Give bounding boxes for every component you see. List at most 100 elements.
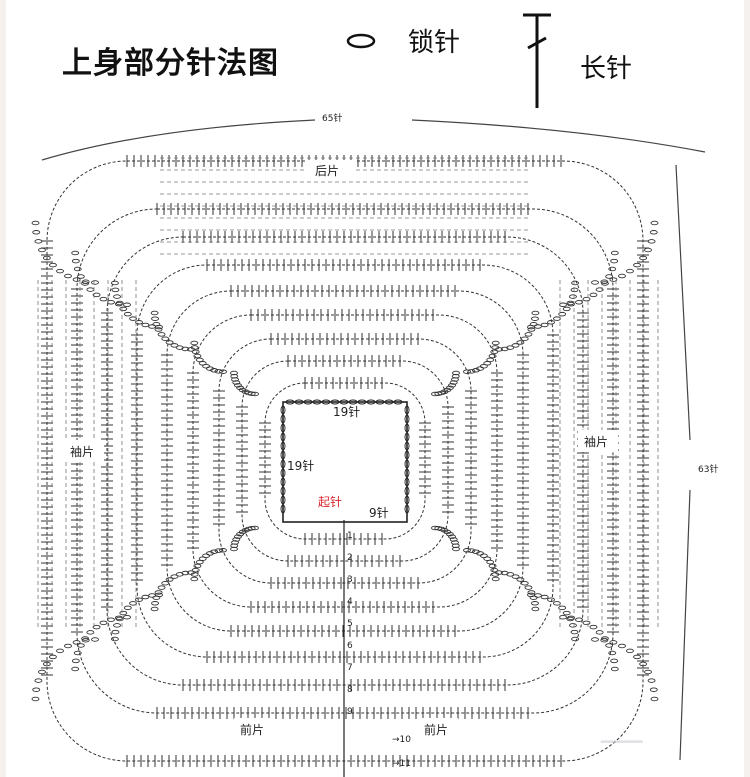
chain-stitch (154, 590, 163, 595)
chain-stitch (56, 268, 64, 274)
chain-stitch (547, 320, 555, 325)
row-number: 3 (347, 575, 353, 585)
center-bottom-count: 9针 (369, 505, 389, 520)
chain-stitch (471, 368, 480, 373)
chain-stitch (141, 594, 150, 600)
chain-stitch (449, 537, 458, 542)
chain-stitch (552, 601, 561, 606)
width-dimension-line-left (41, 119, 316, 161)
chain-stitch (148, 324, 157, 329)
width-dimension-line-right (411, 119, 706, 153)
chain-stitch (527, 327, 536, 332)
chain-stitch (202, 363, 211, 369)
chain-stitch (589, 624, 598, 630)
chain-stitch (540, 594, 549, 600)
chain-stitch (151, 316, 159, 321)
chain-stitch (86, 630, 95, 635)
chain-stitch (107, 617, 115, 622)
chain-stitch (155, 324, 163, 330)
chain-stitch (488, 353, 497, 359)
stitch-rings (41, 155, 649, 767)
panel-front-left-label: 前片 (240, 722, 264, 737)
chain-stitch (280, 504, 286, 514)
chain-stitch (148, 593, 157, 598)
sleeve-right-label-bg (578, 430, 618, 452)
chain-stitch (48, 654, 57, 660)
chain-stitch (404, 459, 410, 469)
chain-stitch (86, 287, 95, 292)
chain-stitch (626, 268, 634, 274)
chain-stitch (591, 280, 599, 285)
chain-stitch (73, 650, 82, 656)
chain-stitch (123, 302, 131, 308)
chain-stitch (247, 391, 256, 396)
chain-stitch (191, 567, 200, 573)
chain-stitch (214, 548, 223, 553)
chain-stitch (404, 405, 410, 415)
chain-stitch (608, 266, 617, 272)
chain-stitch (600, 279, 609, 285)
chain-stitch (605, 274, 614, 279)
chain-stitch (357, 399, 367, 405)
chain-stitch (280, 495, 286, 505)
center-opening (280, 399, 410, 523)
chain-stitch (38, 669, 46, 675)
chain-stitch (520, 581, 529, 586)
chain-stitch (540, 322, 549, 328)
chain-stitch (404, 441, 410, 451)
chain-stitch (280, 450, 286, 460)
chain-stitch (135, 597, 143, 602)
chain-stitch (552, 316, 561, 321)
chain-stitch (404, 432, 410, 442)
chain-stitch (516, 577, 525, 582)
chain-stitch (91, 637, 99, 642)
chain-stitch (463, 369, 471, 374)
chain-stitch (404, 414, 410, 424)
chain-stitch (533, 593, 542, 598)
chain-stitch (547, 597, 555, 602)
chain-stitch (650, 696, 659, 702)
chain-stitch (524, 332, 533, 337)
chain-stitch (247, 526, 256, 531)
chain-stitch (491, 576, 500, 582)
chain-stitch (479, 553, 488, 559)
chain-stitch (190, 576, 199, 582)
stitch-ring (106, 236, 584, 686)
chain-stitch (42, 255, 51, 261)
chain-stitch (92, 624, 101, 630)
chain-stitch (434, 391, 443, 396)
panel-sleeve-left-label: 袖片 (70, 444, 94, 459)
chain-stitch (511, 574, 520, 579)
chain-stitch (649, 230, 658, 235)
row-number: 5 (347, 619, 353, 629)
chain-stitch (219, 548, 227, 553)
chain-stitch (170, 343, 179, 348)
chain-stitch (71, 250, 80, 256)
chain-stitch (404, 504, 410, 514)
chain-stitch (123, 311, 132, 317)
chain-stitch (516, 340, 525, 345)
chain-stitch (595, 287, 604, 292)
chain-stitch (202, 553, 211, 559)
back-label-bg (306, 160, 356, 180)
chain-stitch (639, 255, 648, 261)
chain-stitch (99, 296, 108, 302)
chain-stitch (161, 336, 170, 341)
chain-stitch (190, 340, 199, 346)
chain-stitch (170, 574, 179, 579)
panel-front-right-label: 前片 (424, 722, 448, 737)
chain-stitch (610, 258, 619, 264)
chain-stitch (76, 643, 85, 648)
chain-stitch (32, 687, 41, 692)
chain-stitch (490, 349, 499, 355)
chain-stitch (107, 300, 115, 305)
chain-stitch (64, 273, 72, 279)
chain-stitch (129, 316, 138, 321)
chain-stitch (219, 369, 227, 374)
height-dimension-line-bottom (679, 489, 691, 761)
chain-stitch (609, 640, 618, 645)
chain-stitch (559, 302, 567, 308)
chain-stitch (119, 610, 128, 616)
